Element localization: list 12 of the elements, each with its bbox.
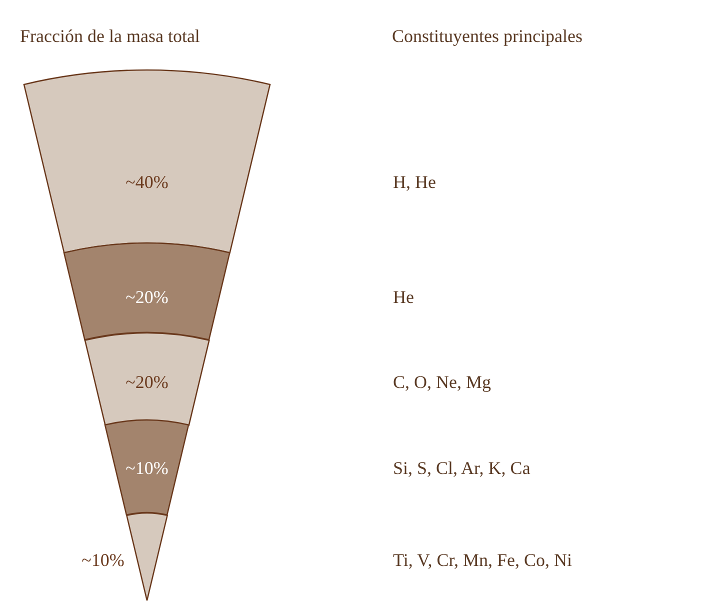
mass-fraction-label: ~20%	[126, 371, 168, 393]
mass-fraction-label: ~40%	[126, 171, 168, 193]
mass-fraction-label: ~10%	[82, 549, 124, 571]
constituents-label: He	[393, 286, 414, 308]
constituents-label: Ti, V, Cr, Mn, Fe, Co, Ni	[393, 549, 572, 571]
column-heading: Fracción de la masa total	[20, 25, 200, 47]
constituents-label: Si, S, Cl, Ar, K, Ca	[393, 457, 530, 479]
constituents-label: C, O, Ne, Mg	[393, 371, 491, 393]
constituents-label: H, He	[393, 171, 436, 193]
mass-fraction-label: ~10%	[126, 457, 168, 479]
mass-fraction-label: ~20%	[126, 286, 168, 308]
column-heading: Constituyentes principales	[392, 25, 582, 47]
